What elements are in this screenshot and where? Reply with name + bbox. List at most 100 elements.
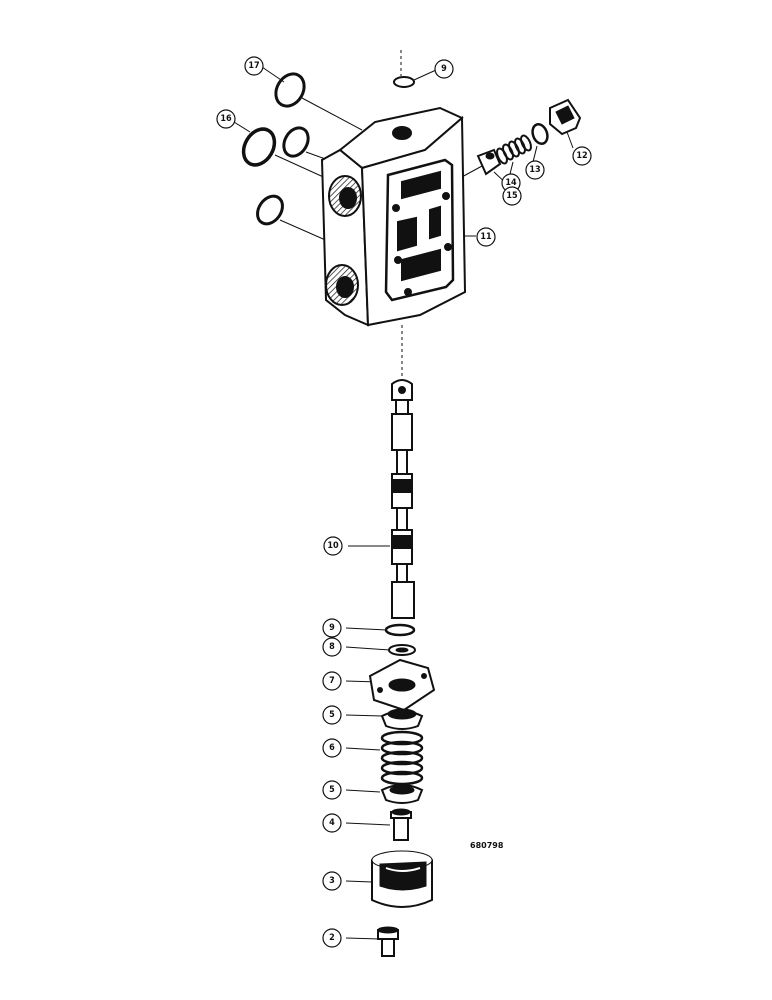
side-port-upper-inner bbox=[339, 187, 357, 209]
leader-12 bbox=[566, 131, 574, 149]
callout-2-label: 2 bbox=[329, 933, 335, 943]
callout-10: 10 bbox=[323, 536, 343, 556]
leader-8 bbox=[345, 646, 391, 651]
callout-5-bottom-label: 5 bbox=[329, 785, 335, 795]
callout-13-label: 13 bbox=[529, 165, 540, 175]
drawing-number: 680798 bbox=[470, 841, 504, 850]
plate-7-bolt-1 bbox=[377, 687, 383, 693]
bolt-hole-4 bbox=[444, 243, 452, 251]
callout-3-label: 3 bbox=[329, 876, 335, 886]
callout-14-label: 14 bbox=[505, 178, 517, 188]
spool-end-hole bbox=[398, 386, 406, 394]
callout-4: 4 bbox=[322, 813, 342, 833]
callout-15: 15 bbox=[502, 186, 522, 206]
callout-9-top: 9 bbox=[434, 59, 454, 79]
bolt-hole-3 bbox=[394, 256, 402, 264]
o-ring-9-bottom bbox=[384, 623, 416, 637]
callouts: 17 9 16 12 13 14 15 11 10 9 8 7 5 6 5 4 … bbox=[216, 56, 592, 948]
front-cavity-4 bbox=[401, 248, 441, 282]
cap-3-cutout bbox=[379, 861, 427, 891]
leader-16b bbox=[274, 154, 331, 181]
spool-land-4 bbox=[391, 581, 415, 619]
callout-13: 13 bbox=[525, 160, 545, 180]
callout-5-top-label: 5 bbox=[329, 710, 335, 720]
spool-10 bbox=[391, 379, 415, 619]
seat-5-top-rim bbox=[387, 708, 417, 720]
leader-9-top bbox=[413, 69, 437, 81]
plate-7-hole bbox=[388, 678, 416, 692]
callout-9-bottom-label: 9 bbox=[329, 623, 335, 633]
front-cavity-1 bbox=[401, 170, 441, 200]
spool-neck-1 bbox=[395, 399, 409, 415]
spool-land-1 bbox=[391, 413, 413, 451]
lower-assembly bbox=[368, 623, 436, 957]
callout-10-label: 10 bbox=[327, 541, 339, 551]
callout-8: 8 bbox=[322, 637, 342, 657]
o-ring-17 bbox=[274, 72, 306, 108]
seat-5-bottom-rim bbox=[389, 785, 415, 795]
leader-4 bbox=[345, 822, 391, 826]
side-port-lower-inner bbox=[336, 276, 354, 298]
front-cavity-2 bbox=[397, 216, 417, 252]
callout-16-label: 16 bbox=[220, 114, 232, 124]
leader-6 bbox=[345, 747, 381, 751]
top-port bbox=[392, 126, 412, 140]
leader-14 bbox=[509, 161, 514, 175]
o-rings-top bbox=[241, 72, 415, 226]
callout-17: 17 bbox=[244, 56, 264, 76]
callout-3: 3 bbox=[322, 871, 342, 891]
callout-9-top-label: 9 bbox=[441, 64, 447, 74]
washer-8-hole bbox=[395, 647, 409, 653]
leader-ring-d bbox=[279, 219, 331, 243]
callout-12: 12 bbox=[572, 146, 592, 166]
callout-6: 6 bbox=[322, 738, 342, 758]
bolt-hole-1 bbox=[392, 204, 400, 212]
callout-12-label: 12 bbox=[576, 151, 587, 161]
bolt-hole-5 bbox=[404, 288, 412, 296]
callout-16: 16 bbox=[216, 109, 236, 129]
spool-neck-3 bbox=[396, 507, 408, 531]
bolt-hole-2 bbox=[442, 192, 450, 200]
o-ring-small bbox=[282, 126, 310, 158]
o-ring-13 bbox=[531, 123, 549, 145]
callout-5-bottom: 5 bbox=[322, 780, 342, 800]
o-ring-lower bbox=[256, 194, 284, 226]
callout-8-label: 8 bbox=[329, 642, 335, 652]
callout-11: 11 bbox=[476, 227, 496, 247]
spring-6 bbox=[380, 730, 424, 786]
callout-9-bottom: 9 bbox=[322, 618, 342, 638]
cap-3-rim-highlight bbox=[385, 867, 421, 872]
callout-5-top: 5 bbox=[322, 705, 342, 725]
callout-15-label: 15 bbox=[506, 191, 518, 201]
callout-11-label: 11 bbox=[480, 232, 492, 242]
front-cavity-3 bbox=[429, 205, 441, 240]
leader-17b bbox=[301, 97, 363, 131]
spool-land-3-shade bbox=[391, 535, 413, 549]
leader-5-bottom bbox=[345, 789, 381, 793]
o-ring-16 bbox=[241, 127, 277, 167]
callout-7-label: 7 bbox=[329, 676, 335, 686]
spool-neck-2 bbox=[396, 449, 408, 475]
leader-13 bbox=[532, 145, 538, 163]
plate-7-bolt-2 bbox=[421, 673, 427, 679]
callout-17-label: 17 bbox=[248, 61, 259, 71]
o-ring-9-top bbox=[393, 76, 415, 88]
spring-14 bbox=[496, 134, 532, 165]
spool-land-2-shade bbox=[391, 479, 413, 493]
plug-12-shade bbox=[555, 105, 575, 125]
spool-neck-4 bbox=[396, 563, 408, 583]
screw-2-shank bbox=[381, 937, 395, 957]
bolt-4-shank bbox=[393, 817, 409, 841]
leader-3 bbox=[345, 880, 373, 883]
callout-2: 2 bbox=[322, 928, 342, 948]
leader-2 bbox=[345, 937, 381, 940]
leader-16 bbox=[233, 121, 251, 133]
leader-5-top bbox=[345, 714, 383, 717]
poppet-15-face bbox=[485, 152, 495, 160]
valve-body bbox=[320, 106, 467, 327]
screw-2-top bbox=[377, 926, 399, 934]
callout-6-label: 6 bbox=[329, 743, 335, 753]
leader-9-bottom bbox=[345, 627, 387, 631]
bolt-4-end bbox=[391, 808, 411, 816]
